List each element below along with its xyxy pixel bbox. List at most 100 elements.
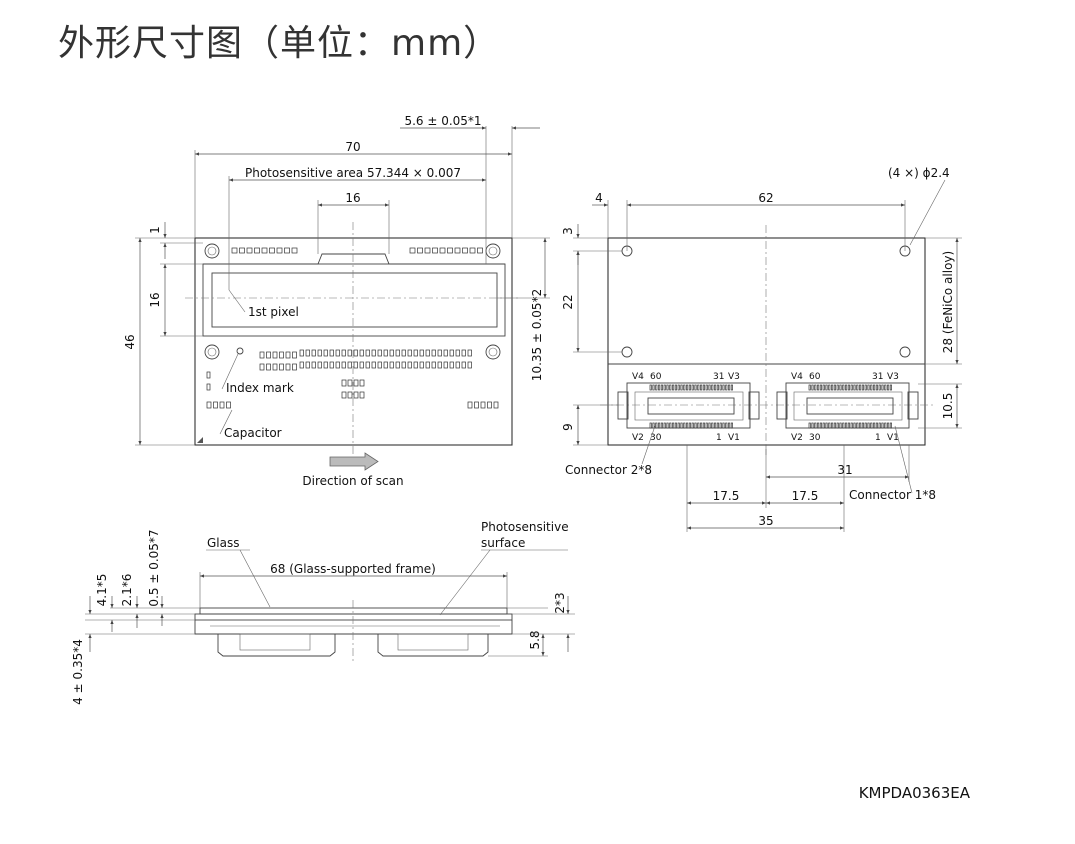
label-photosensitive-surface-line2: surface xyxy=(481,536,525,550)
connector-pin xyxy=(652,422,655,429)
connector-pin xyxy=(859,384,862,391)
connector-pin xyxy=(722,384,725,391)
smd-pad xyxy=(329,361,334,369)
smd-pad xyxy=(305,349,310,357)
page-title: 外形尺寸图（单位：mm） xyxy=(58,23,501,64)
dim-window-offset: 5.6 ± 0.05*1 xyxy=(404,114,481,128)
dim-conn-span: 35 xyxy=(758,514,773,528)
dim-hole-offset: 4 xyxy=(595,191,603,205)
smd-pad xyxy=(480,401,486,409)
connector-pin xyxy=(666,422,669,429)
smd-pad xyxy=(455,349,460,357)
connector-pin xyxy=(694,384,697,391)
connector-pin xyxy=(856,384,859,391)
smd-pad xyxy=(359,391,365,399)
label-holes: (4 ×) ϕ2.4 xyxy=(888,166,950,180)
smd-pad xyxy=(461,361,466,369)
pin-label-v2: V2 xyxy=(632,433,644,443)
dim-total-height: 46 xyxy=(123,334,137,349)
connector-pin xyxy=(867,422,870,429)
pin-label-v4: V4 xyxy=(632,372,644,382)
dim-conn-offset: 9 xyxy=(561,423,575,431)
smd-pad xyxy=(341,349,346,357)
dim-e: 2*3 xyxy=(553,592,567,613)
smd-pad xyxy=(419,361,424,369)
smd-pad xyxy=(279,351,284,359)
connector-pin xyxy=(831,384,834,391)
smd-pad xyxy=(455,361,460,369)
connector-pin xyxy=(828,384,831,391)
smd-pad xyxy=(299,361,304,369)
top-view: 70 Photosensitive area 57.344 × 0.007 16… xyxy=(123,114,550,488)
connector-pin xyxy=(708,384,711,391)
capacitor-pad xyxy=(213,401,218,409)
connector-pin xyxy=(663,384,666,391)
smd-pad xyxy=(299,349,304,357)
connector-pin xyxy=(839,422,842,429)
dim-pixel-line: 10.35 ± 0.05*2 xyxy=(530,289,544,381)
smd-pad xyxy=(284,247,290,254)
connector-pin xyxy=(714,422,717,429)
connector-pin xyxy=(683,384,686,391)
smd-pad xyxy=(447,247,453,254)
smd-pad xyxy=(443,361,448,369)
smd-pad xyxy=(389,361,394,369)
connector-pin xyxy=(845,384,848,391)
connector-pin xyxy=(864,384,867,391)
sensor-body xyxy=(194,237,513,446)
connector-pin xyxy=(686,422,689,429)
smd-pad xyxy=(425,361,430,369)
connector-pin xyxy=(697,422,700,429)
connector-pin xyxy=(652,384,655,391)
connector-pin xyxy=(842,422,845,429)
smd-pad xyxy=(276,247,283,254)
smd-pad xyxy=(395,361,400,369)
smd-pad xyxy=(335,349,340,357)
smd-pad xyxy=(266,351,271,359)
scan-direction-arrow xyxy=(329,452,379,471)
pin-label-v1: V1 xyxy=(728,433,740,443)
smd-pad xyxy=(285,351,291,359)
smd-pad xyxy=(206,383,211,391)
smd-pad xyxy=(365,361,370,369)
smd-pad xyxy=(266,363,271,371)
capacitor-pad xyxy=(226,401,231,409)
dim-a: 4.1*5 xyxy=(95,574,109,607)
connector-pin xyxy=(873,422,876,429)
connector-pin xyxy=(660,422,663,429)
smd-pad xyxy=(347,361,352,369)
window-frame xyxy=(202,263,506,337)
connector-pin xyxy=(833,384,836,391)
connector-pin xyxy=(683,422,686,429)
smd-pad xyxy=(317,361,322,369)
smd-pad xyxy=(329,349,334,357)
mount-hole xyxy=(899,346,911,358)
connector-pin xyxy=(859,422,862,429)
glass-plate xyxy=(199,607,508,615)
connector-pin xyxy=(819,422,822,429)
dim-center-notch: 16 xyxy=(345,191,360,205)
pin-label-v2: V2 xyxy=(791,433,803,443)
smd-pad xyxy=(317,349,322,357)
smd-pad xyxy=(449,349,454,357)
pin-label-v4: V4 xyxy=(791,372,803,382)
dim-f: 5.8 xyxy=(528,630,542,649)
connector-pin xyxy=(725,422,728,429)
smd-pad xyxy=(439,247,446,254)
connector-pin xyxy=(831,422,834,429)
back-plate xyxy=(607,237,926,446)
connector-pin xyxy=(674,422,677,429)
smd-pad xyxy=(353,379,359,387)
connector-pin xyxy=(884,384,887,391)
connector-pin xyxy=(811,422,814,429)
connector-pin xyxy=(669,384,672,391)
smd-pad xyxy=(335,361,340,369)
smd-pad xyxy=(347,379,353,387)
connector-pin xyxy=(850,384,853,391)
connector-pin xyxy=(708,422,711,429)
connector-pin xyxy=(702,384,705,391)
connector-pin xyxy=(730,384,733,391)
smd-pad xyxy=(239,247,245,254)
connector-pin xyxy=(705,422,708,429)
connector-pin xyxy=(725,384,728,391)
